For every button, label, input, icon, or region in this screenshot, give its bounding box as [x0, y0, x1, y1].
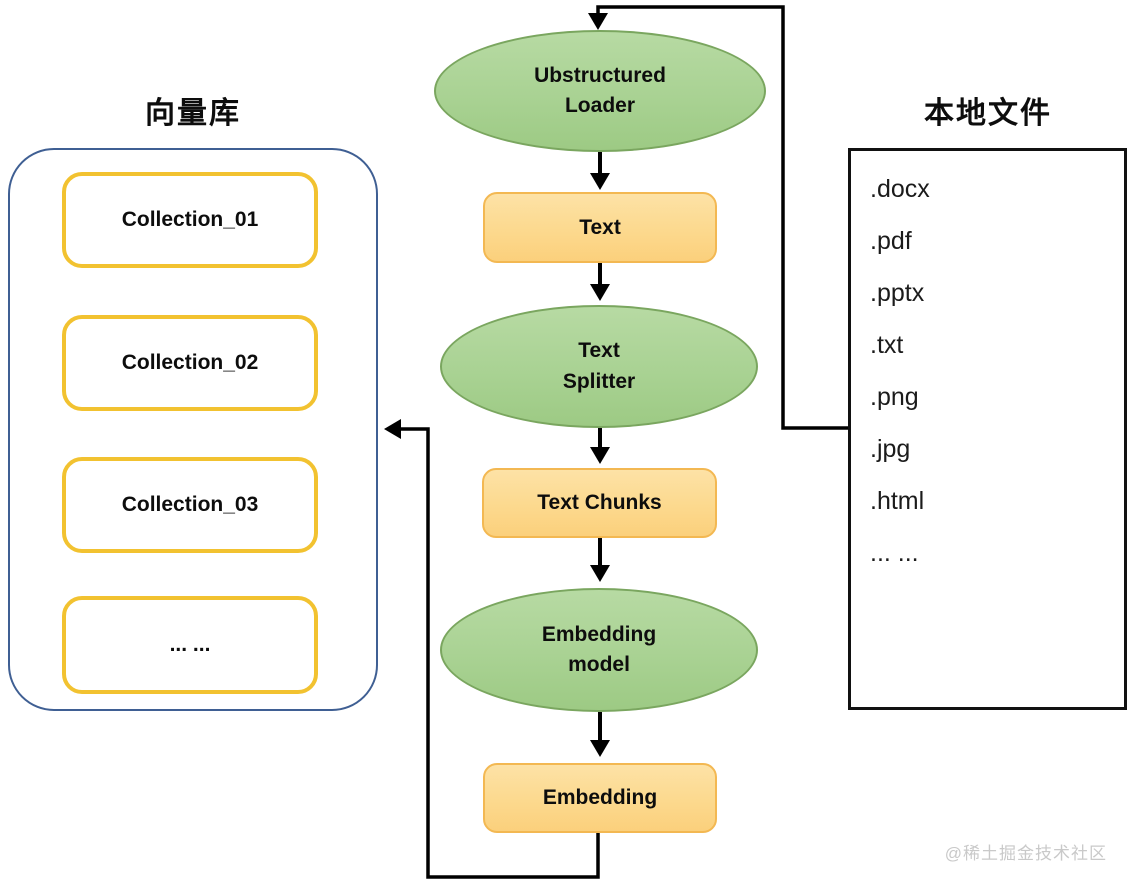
file-type-item: ... ...	[870, 539, 919, 567]
collection-box-more: ... ...	[62, 596, 318, 694]
node-embedding-model: Embedding model	[440, 588, 758, 712]
arrowhead-into-vectorstore	[384, 419, 401, 439]
watermark-text: @稀土掘金技术社区	[944, 844, 1107, 863]
local-files-title: 本地文件	[924, 97, 1052, 130]
arrowhead-into-loader	[588, 13, 608, 30]
collection-box-02: Collection_02	[62, 315, 318, 411]
arrowhead-model-to-embedding	[590, 740, 610, 757]
arrowhead-splitter-to-chunks	[590, 447, 610, 464]
collection-label: Collection_01	[121, 208, 259, 231]
file-type-item: .html	[870, 487, 925, 515]
collection-box-03: Collection_03	[62, 457, 318, 553]
arrowhead-loader-to-text	[590, 173, 610, 190]
local-files-box: .docx .pdf .pptx .txt .png .jpg .html ..…	[848, 148, 1127, 710]
node-unstructured-loader: Ubstructured Loader	[434, 30, 766, 152]
collection-label: Collection_03	[121, 493, 259, 516]
arrowhead-chunks-to-model	[590, 565, 610, 582]
arrowhead-text-to-splitter	[590, 284, 610, 301]
connector-files-to-loader	[596, 5, 848, 430]
collection-label: Collection_02	[121, 351, 259, 374]
node-text-chunks: Text Chunks	[482, 468, 717, 538]
file-type-item: .docx	[870, 175, 930, 203]
collection-label: ... ...	[169, 633, 211, 656]
connector-embedding-to-vectorstore	[400, 427, 600, 879]
file-type-item: .pptx	[870, 279, 925, 307]
file-type-item: .png	[870, 383, 919, 411]
vector-store-title: 向量库	[145, 97, 241, 130]
collection-box-01: Collection_01	[62, 172, 318, 268]
file-type-item: .jpg	[870, 435, 911, 463]
node-text: Text	[483, 192, 717, 263]
node-text-splitter: Text Splitter	[440, 305, 758, 428]
file-type-item: .pdf	[870, 227, 912, 255]
node-embedding: Embedding	[483, 763, 717, 833]
file-type-item: .txt	[870, 331, 904, 359]
